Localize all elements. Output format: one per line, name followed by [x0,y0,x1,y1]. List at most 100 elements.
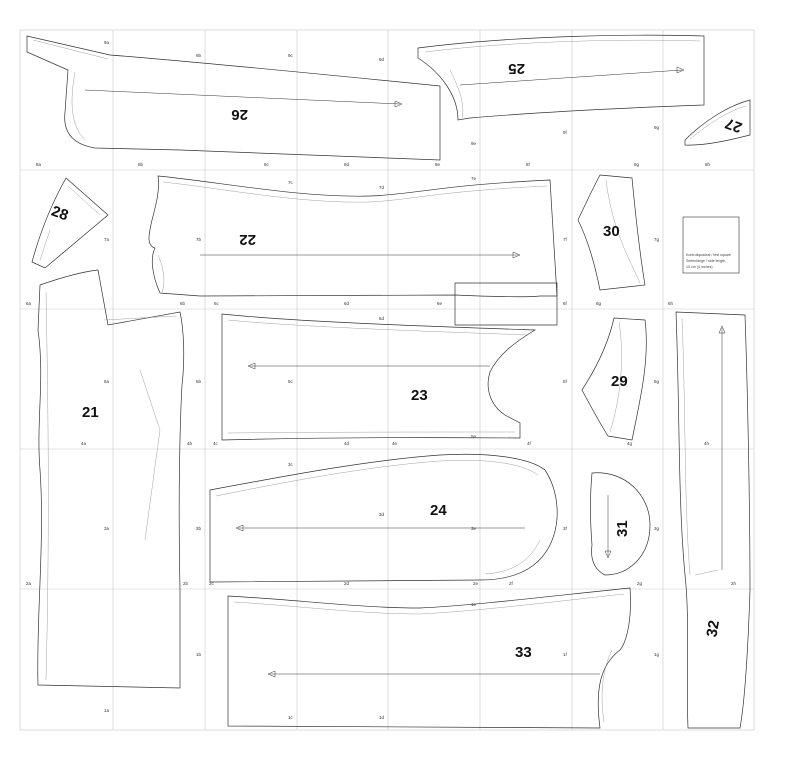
mark-2f: 2f [509,581,514,586]
mark-5f: 5f [563,379,568,384]
control-square-size: 10 cm (4 inches) [686,265,713,269]
pattern-piece-30: 30 [577,174,646,291]
pattern-piece-21: 21 [37,269,185,689]
mark-3e: 3e [471,526,477,531]
mark-4b: 4b [187,441,193,446]
mark-1c: 1c [288,715,294,720]
mark-3b: 3b [196,526,202,531]
pattern-piece-27: 27 [684,99,751,146]
mark-4e: 4e [392,441,398,446]
mark-7b: 7b [196,237,202,242]
mark-2c: 2c [209,581,215,586]
mark-3g: 3g [654,526,660,531]
pattern-piece-29: 29 [581,317,647,441]
mark-8e: 8e [435,162,441,167]
pattern-piece-22: 22 [148,175,558,326]
mark-1a: 1a [104,708,110,713]
mark-5e: 5e [471,434,477,439]
mark-6c: 6c [214,301,220,306]
piece-number-28: 28 [49,203,70,225]
mark-6b: 6b [180,301,186,306]
control-square-title: Kontrollquadrat / test square [686,253,731,257]
pattern-piece-32: 32 [675,311,751,729]
mark-7e: 7e [471,176,477,181]
mark-5d: 5d [379,316,385,321]
piece-number-24: 24 [430,502,447,519]
mark-6h: 6h [668,301,674,306]
mark-1b: 1b [196,652,202,657]
piece-number-21: 21 [82,404,99,421]
control-square-side-label: Seitenlänge / side length [686,259,725,263]
mark-7f: 7f [563,237,568,242]
mark-4a: 4a [81,441,87,446]
mark-9f: 9f [563,130,568,135]
mark-7a: 7a [104,237,110,242]
mark-2d: 2d [344,581,350,586]
piece-number-26: 26 [231,106,248,123]
mark-5c: 5c [288,379,294,384]
mark-2a: 2a [26,581,32,586]
control-square: Kontrollquadrat / test square Seitenläng… [682,216,740,274]
mark-6g: 6g [596,301,602,306]
piece-number-27: 27 [723,114,744,136]
tile-grid [19,29,755,731]
pattern-piece-24: 24 [209,453,558,583]
mark-1g: 1g [654,652,660,657]
mark-4d: 4d [344,441,350,446]
mark-3c: 3c [288,462,294,467]
mark-3f: 3f [563,526,568,531]
mark-5g: 5g [654,379,660,384]
mark-1d: 1d [379,715,385,720]
mark-9a: 9a [104,40,110,45]
mark-6e: 6e [437,301,443,306]
mark-2b: 2b [183,581,189,586]
mark-4g: 4g [627,441,633,446]
piece-number-31: 31 [614,520,631,537]
mark-1e: 1e [471,602,477,607]
mark-8d: 8d [344,162,350,167]
mark-9e: 9e [471,141,477,146]
piece-number-32: 32 [703,619,723,638]
mark-8h: 8h [705,162,711,167]
pattern-piece-33: 33 [227,587,631,729]
mark-3d: 3d [379,512,385,517]
mark-9b: 9b [196,53,202,58]
mark-1f: 1f [563,652,568,657]
mark-8a: 8a [36,162,42,167]
mark-8f: 8f [526,162,531,167]
pattern-piece-23: 23 [221,313,537,441]
mark-2e: 2e [473,581,479,586]
mark-6d: 6d [344,301,350,306]
mark-9g: 9g [654,125,660,130]
mark-6f: 6f [563,301,568,306]
mark-4f: 4f [527,441,532,446]
mark-5a: 5a [104,379,110,384]
mark-2h: 2h [731,581,737,586]
pattern-piece-26: 26 [26,35,441,161]
mark-7d: 7d [379,185,385,190]
pattern-piece-28: 28 [31,177,109,269]
mark-7g: 7g [654,237,660,242]
tile-marks: 9a 9b 9c 9d 9e 9f 9g 8a 8b 8c 8d 8e 8f 8… [26,40,737,720]
pattern-piece-31: 31 [590,472,651,576]
mark-8c: 8c [264,162,270,167]
mark-9c: 9c [288,53,294,58]
mark-6a: 6a [26,301,32,306]
mark-8b: 8b [138,162,144,167]
mark-3a: 3a [104,526,110,531]
piece-number-33: 33 [515,644,532,661]
mark-9d: 9d [379,57,385,62]
piece-number-22: 22 [239,231,256,248]
mark-7c: 7c [288,180,294,185]
mark-4c: 4c [213,441,219,446]
piece-number-23: 23 [411,387,428,404]
piece-number-25: 25 [508,60,525,77]
mark-4h: 4h [704,441,710,446]
mark-5b: 5b [196,379,202,384]
piece-number-30: 30 [603,223,620,240]
mark-2g: 2g [637,581,643,586]
pattern-piece-25: 25 [417,34,705,121]
piece-number-29: 29 [611,373,628,390]
